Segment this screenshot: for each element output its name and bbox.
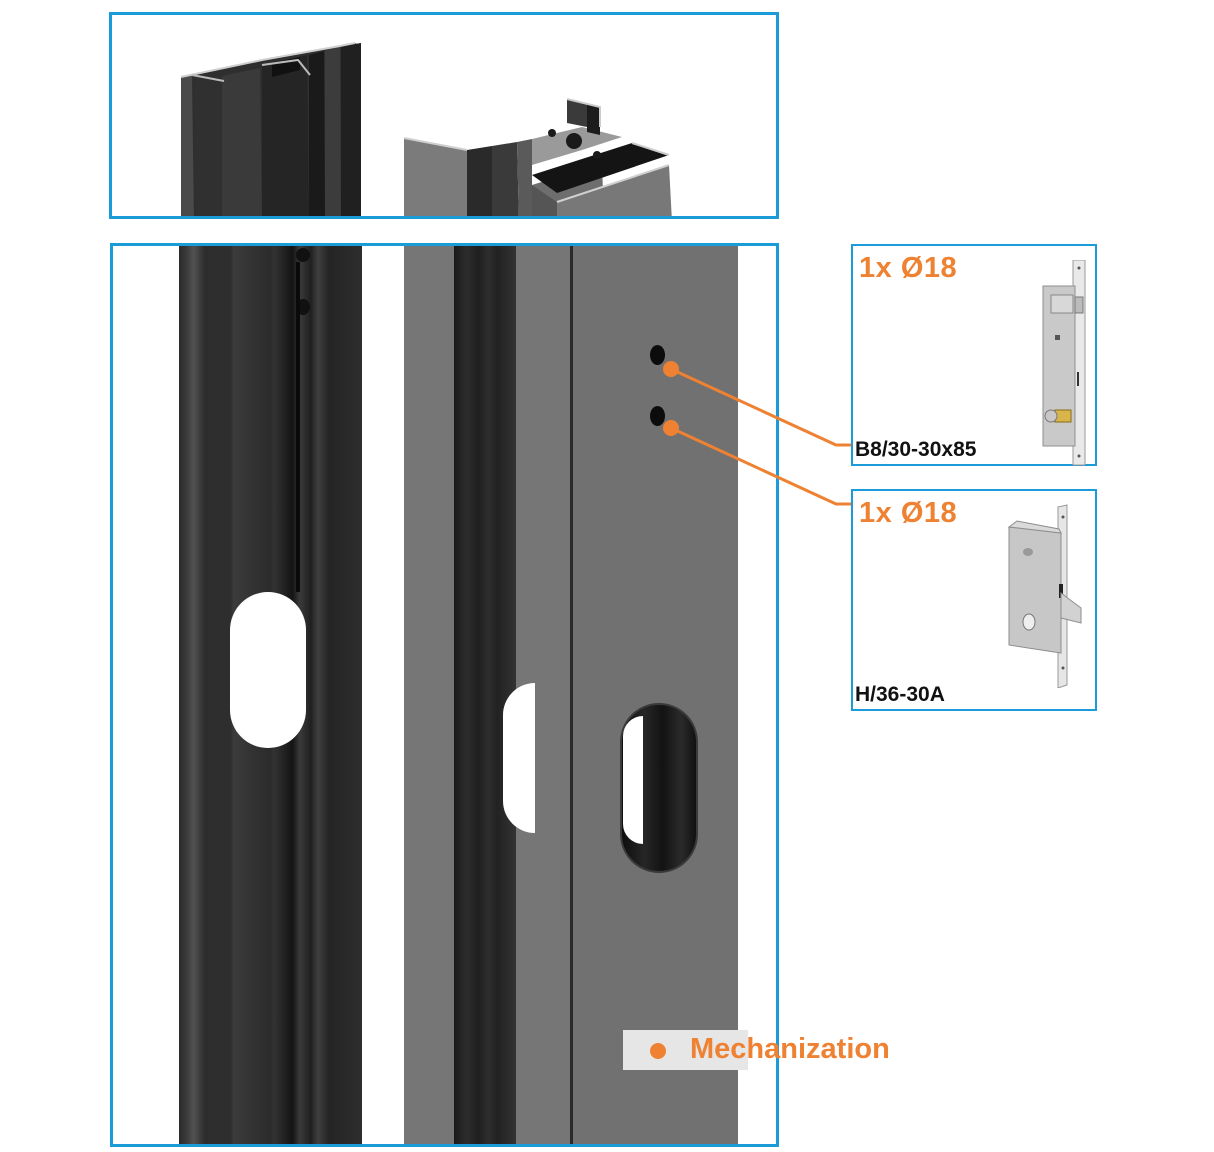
drilled-hole-2: [650, 406, 665, 426]
lock-callout-box-1: 1x Ø18 B8/30-30x85: [851, 244, 1097, 466]
grey-profile-lock-slot-light: [623, 716, 643, 844]
leader-line-1: [670, 367, 852, 447]
mortise-lock-b8-icon: [1042, 260, 1086, 466]
lock-model-code: H/36-30A: [855, 683, 945, 706]
grey-profile-top: [403, 98, 672, 216]
leader-line-2: [670, 426, 852, 506]
dark-profile-handle-cutout: [230, 592, 306, 748]
orange-marker-dot-2: [663, 420, 679, 436]
lock-quantity-label: 1x Ø18: [859, 497, 958, 529]
lock-model-code: B8/30-30x85: [855, 438, 977, 461]
lock-callout-box-2: 1x Ø18 H/36-30A: [851, 489, 1097, 711]
legend-box: [623, 1030, 748, 1070]
legend-bullet-icon: [650, 1043, 666, 1059]
main-profile-frame: [110, 243, 779, 1147]
lock-quantity-label: 1x Ø18: [859, 252, 958, 284]
profile-cross-section-illustration: [180, 42, 672, 216]
grey-frame-profile: [404, 246, 738, 1144]
grey-profile-seam: [570, 246, 573, 1144]
dark-profile-groove: [296, 262, 300, 592]
grey-profile-face: [573, 246, 738, 1144]
drilled-hole-1: [650, 345, 665, 365]
dark-profile-top: [180, 42, 361, 216]
legend-label: Mechanization: [690, 1033, 890, 1065]
grey-profile-edge-cutout: [503, 683, 535, 833]
orange-marker-dot-1: [663, 361, 679, 377]
hook-lock-h36-icon: [1007, 504, 1082, 688]
grey-profile-channel: [454, 246, 516, 1144]
top-profile-frame: [109, 12, 779, 219]
dark-profile-slot-hole: [296, 248, 310, 262]
